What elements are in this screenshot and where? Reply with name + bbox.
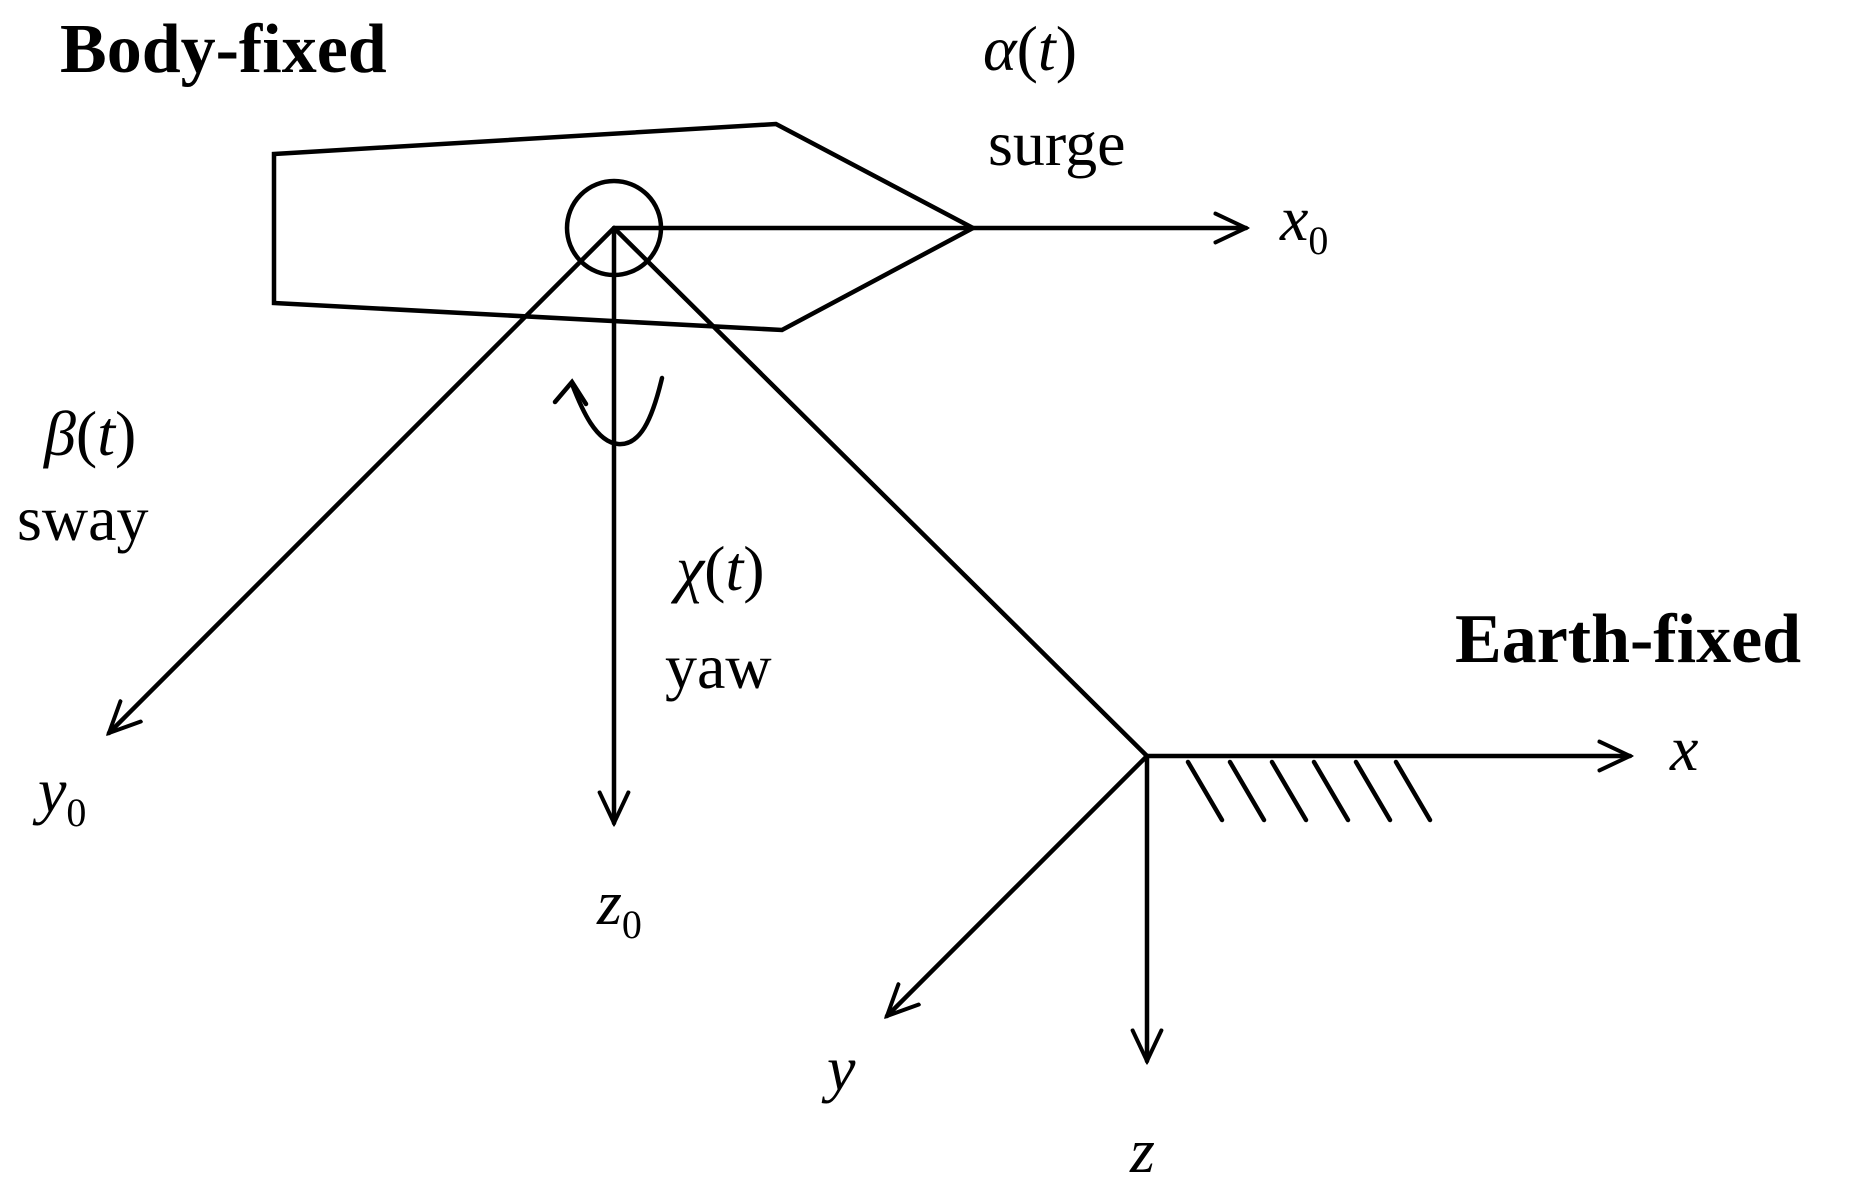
surge-label: surge (988, 108, 1125, 179)
earth-z-label: z (1129, 1115, 1155, 1186)
earth-fixed-title: Earth-fixed (1455, 601, 1801, 678)
sway-symbol: β(t) (42, 398, 136, 469)
surge-symbol: α(t) (983, 13, 1077, 84)
body-y0-label: y0 (32, 755, 86, 835)
ground-hatching (1185, 759, 1433, 823)
yaw-symbol: χ(t) (670, 533, 765, 604)
yaw-rotation-arrowhead-icon (552, 378, 589, 407)
body-to-earth-connector (611, 225, 1150, 759)
body-x0-label: x0 (1279, 183, 1328, 263)
yaw-label: yaw (665, 631, 772, 702)
earth-y-label: y (821, 1033, 856, 1104)
body-y0-axis (109, 225, 617, 733)
earth-x-label: x (1669, 713, 1698, 784)
earth-y-axis (887, 753, 1150, 1016)
body-z0-label: z0 (596, 867, 642, 947)
body-fixed-title: Body-fixed (60, 11, 387, 88)
sway-label: sway (17, 483, 149, 554)
yaw-rotation-arrow-icon (569, 375, 665, 447)
